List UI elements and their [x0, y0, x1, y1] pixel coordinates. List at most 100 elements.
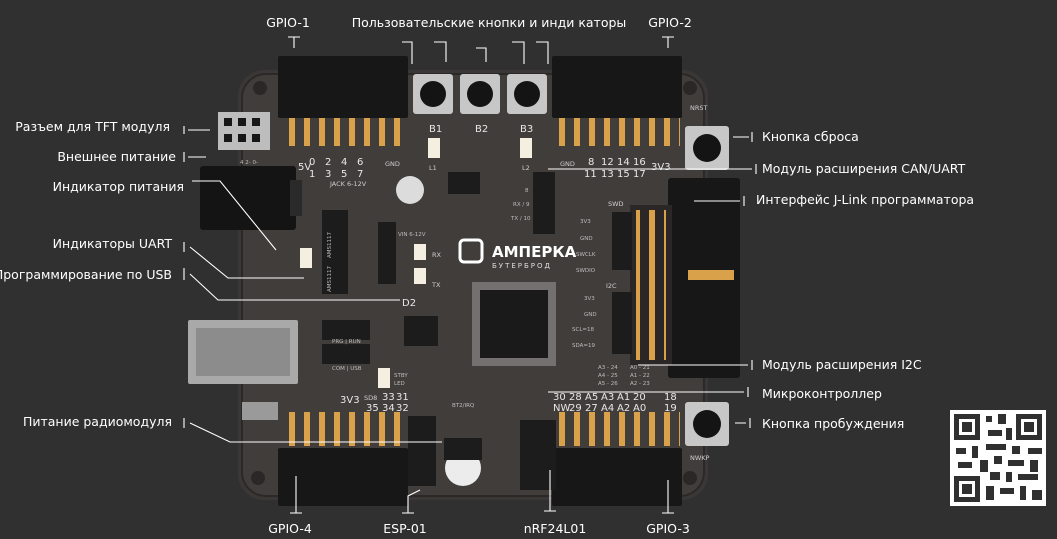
- label-ext-power: Внешнее питание: [57, 149, 176, 164]
- gpio4-header: [278, 412, 408, 506]
- wakeup-button[interactable]: [685, 402, 729, 446]
- label-uart-leds: Индикаторы UART: [53, 236, 173, 251]
- label-jlink: Интерфейс J-Link программатора: [756, 192, 974, 207]
- silk-3v3-bottom: 3V3: [340, 395, 360, 406]
- user-button-b2[interactable]: [460, 74, 500, 114]
- gpio4-pin-label: SD8: [364, 394, 377, 402]
- analog-pin-label: A1 - 22: [630, 373, 650, 379]
- label-radio-power: Питание радиомодуля: [23, 414, 172, 429]
- gpio3-pin-label: NW: [553, 403, 570, 414]
- silk-l1: L1: [429, 164, 437, 172]
- gpio3-pin-label: 30: [553, 392, 566, 403]
- svg-text:АМПЕРКА: АМПЕРКА: [492, 243, 577, 261]
- com-switch[interactable]: [322, 344, 370, 364]
- led-l1: [428, 138, 440, 158]
- gpio2-pin-label: 16: [633, 157, 646, 168]
- buzzer: [396, 176, 424, 204]
- led-l2: [520, 138, 532, 158]
- silk-swd: SWD: [608, 200, 624, 208]
- gpio3-pin-label: A4: [601, 403, 614, 414]
- silk-5v: 5V: [298, 162, 311, 173]
- silk-i2c: I2C: [606, 282, 617, 290]
- silk-gnd-2: GND: [560, 160, 575, 168]
- label-gpio2: GPIO-2: [648, 15, 692, 30]
- silk-tft-pins: 4 2- 0-: [240, 160, 258, 166]
- label-gpio4: GPIO-4: [268, 521, 312, 536]
- user-button-b1[interactable]: [413, 74, 453, 114]
- gpio4-pin-label: 33: [382, 392, 395, 403]
- mount-hole: [683, 471, 697, 485]
- stby-led: [378, 368, 390, 388]
- regulator-chip: [322, 210, 348, 260]
- radio-power-switch[interactable]: [242, 402, 278, 420]
- silk-b1: B1: [429, 124, 442, 135]
- label-esp01: ESP-01: [383, 521, 427, 536]
- uart-tx-led: [414, 268, 426, 284]
- silk-led: LED: [394, 381, 405, 387]
- swd-header: [612, 212, 632, 270]
- silk-3v3-top: 3V3: [651, 162, 671, 173]
- esp01-socket: [408, 416, 436, 486]
- power-jumper: [448, 172, 480, 194]
- gpio1-pin-label: 4: [341, 157, 347, 168]
- silk-gnd-1: GND: [385, 160, 400, 168]
- silk-rx: RX: [432, 251, 442, 259]
- gpio2-pin-label: 15: [617, 169, 630, 180]
- gpio2-pin-label: 13: [601, 169, 614, 180]
- brand-logo: АМПЕРКА БУТЕРБРОД: [458, 238, 577, 270]
- label-gpio3: GPIO-3: [646, 521, 690, 536]
- can-pin-label: TX / 10: [510, 216, 531, 222]
- gpio3-pin-label: A2: [617, 403, 630, 414]
- gpio3-pin-label: 29: [569, 403, 582, 414]
- gpio1-pin-label: 6: [357, 157, 363, 168]
- label-nrf: nRF24L01: [524, 521, 587, 536]
- gpio3-pin-label: A5: [585, 392, 598, 403]
- gpio3-pin-label: 19: [664, 403, 677, 414]
- gpio3-pin-label: A1: [617, 392, 630, 403]
- i2c-header: [612, 292, 632, 354]
- user-button-b3[interactable]: [507, 74, 547, 114]
- gpio2-pin-label: 14: [617, 157, 630, 168]
- usb-connector: [188, 320, 298, 384]
- gpio4-pin-label: 35: [366, 403, 379, 414]
- gpio3-pin-label: 28: [569, 392, 582, 403]
- gpio1-pin-label: 1: [309, 169, 315, 180]
- gpio2-pin-label: 17: [633, 169, 646, 180]
- prg-switch[interactable]: [322, 320, 370, 340]
- gpio4-pin-label: 32: [396, 403, 409, 414]
- gpio1-pin-label: 7: [357, 169, 363, 180]
- gpio3-header: [552, 412, 682, 506]
- mount-hole: [251, 471, 265, 485]
- gpio3-pin-label: 20: [633, 392, 646, 403]
- reset-button[interactable]: [685, 126, 729, 170]
- gpio1-pin-label: 0: [309, 157, 315, 168]
- label-tft: Разъем для TFT модуля: [15, 119, 170, 134]
- silk-prg: PRG | RUN: [332, 339, 361, 345]
- label-mcu: Микроконтроллер: [762, 386, 882, 401]
- power-led: [300, 248, 312, 268]
- analog-pin-label: A0 - 21: [630, 365, 650, 371]
- silk-bt: BT2/IRQ: [452, 403, 475, 409]
- uart-rx-led: [414, 244, 426, 260]
- silk-swclk: SWCLK: [576, 252, 596, 258]
- label-can-uart: Модуль расширения CAN/UART: [762, 161, 966, 176]
- silk-nwkp: NWKP: [690, 454, 710, 462]
- qr-code-icon: [950, 410, 1046, 506]
- analog-pin-label: A2 - 23: [630, 381, 650, 387]
- gpio1-pin-label: 3: [325, 169, 331, 180]
- label-gpio1: GPIO-1: [266, 15, 310, 30]
- silk-3v3-swd: 3V3: [580, 219, 591, 225]
- gpio4-pin-label: 31: [396, 392, 409, 403]
- can-uart-header: [533, 172, 555, 234]
- mount-hole: [253, 81, 267, 95]
- silk-gnd-i2c: GND: [584, 312, 597, 318]
- label-power-led: Индикатор питания: [53, 179, 184, 194]
- silk-com: COM | USB: [332, 366, 362, 372]
- label-wakeup: Кнопка пробуждения: [762, 416, 904, 431]
- silk-stby: STBY: [394, 373, 408, 379]
- label-i2c: Модуль расширения I2C: [762, 357, 922, 372]
- gpio3-pin-label: A3: [601, 392, 614, 403]
- silk-swdio: SWDIO: [576, 268, 596, 274]
- can-header: [378, 222, 396, 284]
